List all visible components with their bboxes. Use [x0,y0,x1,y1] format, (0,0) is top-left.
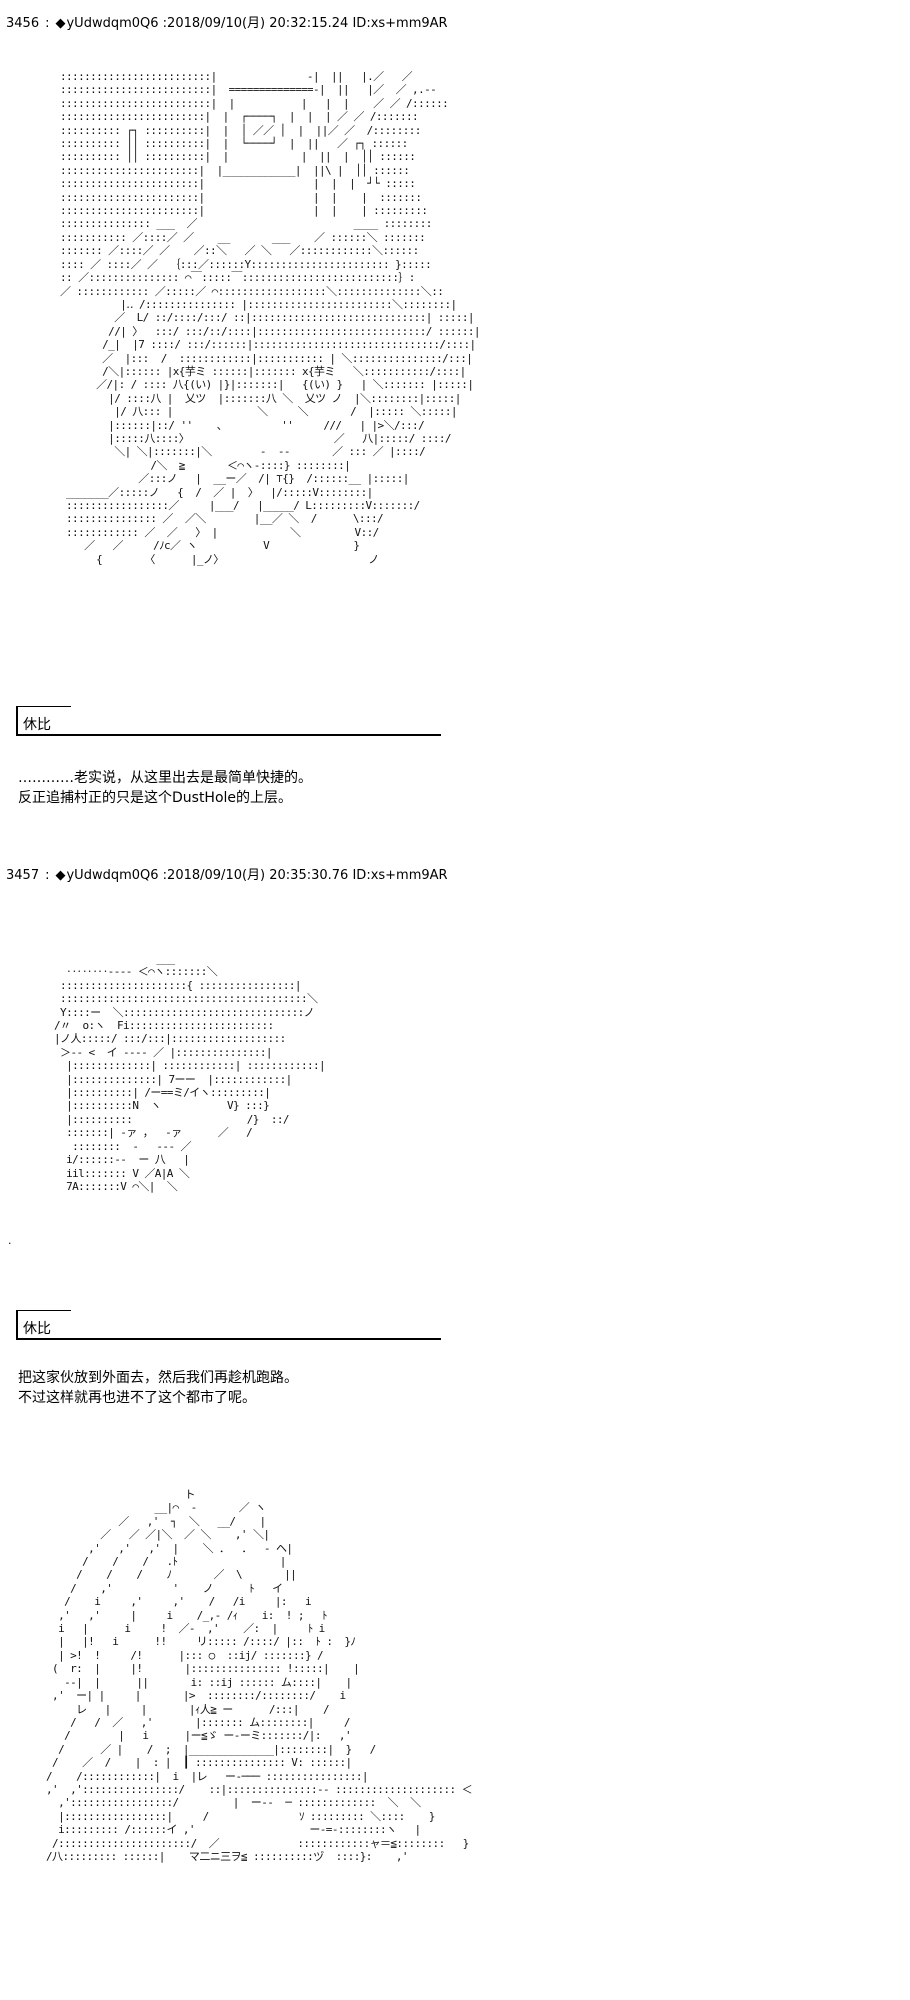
post-datetime: :2018/09/10(月) 20:35:30.76 [162,868,349,883]
speaker-box-bottom-rule [16,734,441,736]
post-separator: : [45,868,50,883]
ascii-art-scene: :::::::::::::::::::::::::| -| || |.／ ／ :… [60,70,481,566]
post-number: 3456 [6,16,40,31]
dialogue-text: …………老实说，从这里出去是最简单快捷的。 反正追捕村正的只是这个DustHol… [18,768,312,808]
dialogue-line: 反正追捕村正的只是这个DustHole的上层。 [18,790,293,806]
trip-diamond-icon: ◆ [55,16,66,31]
post-id: ID:xs+mm9AR [352,16,448,31]
dialogue-text: 把这家伙放到外面去，然后我们再趁机跑路。 不过这样就再也进不了这个都市了呢。 [18,1368,298,1408]
ascii-art-character-large: ト __|⌒ ‐ ／ ヽ ／ ,' ┐ ＼ __/ | ／ ／ ／|＼ ／ ＼ … [46,1488,473,1863]
dialogue-line: …………老实说，从这里出去是最简单快捷的。 [18,770,312,786]
speaker-box-bottom-rule [16,1338,441,1340]
speaker-box-top-rule [16,706,71,707]
post-datetime: :2018/09/10(月) 20:32:15.24 [162,16,349,31]
post-id: ID:xs+mm9AR [352,868,448,883]
trip-diamond-icon: ◆ [55,868,66,883]
dialogue-line: 把这家伙放到外面去，然后我们再趁机跑路。 [18,1370,298,1386]
dialogue-line: 不过这样就再也进不了这个都市了呢。 [18,1390,256,1406]
trip-code: yUdwdqm0Q6 [66,16,159,31]
speaker-box-side-rule [16,1310,18,1338]
speaker-name: 休比 [23,1321,51,1337]
post-number: 3457 [6,868,40,883]
ascii-art-character-small: ___ ‥‥‥‥---‐ ＜⌒ヽ:::::::＼ :::::::::::::::… [54,952,326,1193]
stray-dot: . [8,1234,12,1247]
trip-code: yUdwdqm0Q6 [66,868,159,883]
speaker-box-top-rule [16,1310,71,1311]
post-header: 3457: ◆yUdwdqm0Q6 :2018/09/10(月) 20:35:30… [6,864,448,883]
speaker-box-side-rule [16,706,18,734]
post-separator: : [45,16,50,31]
post-header: 3456: ◆yUdwdqm0Q6 :2018/09/10(月) 20:32:15… [6,12,448,31]
speaker-name: 休比 [23,717,51,733]
